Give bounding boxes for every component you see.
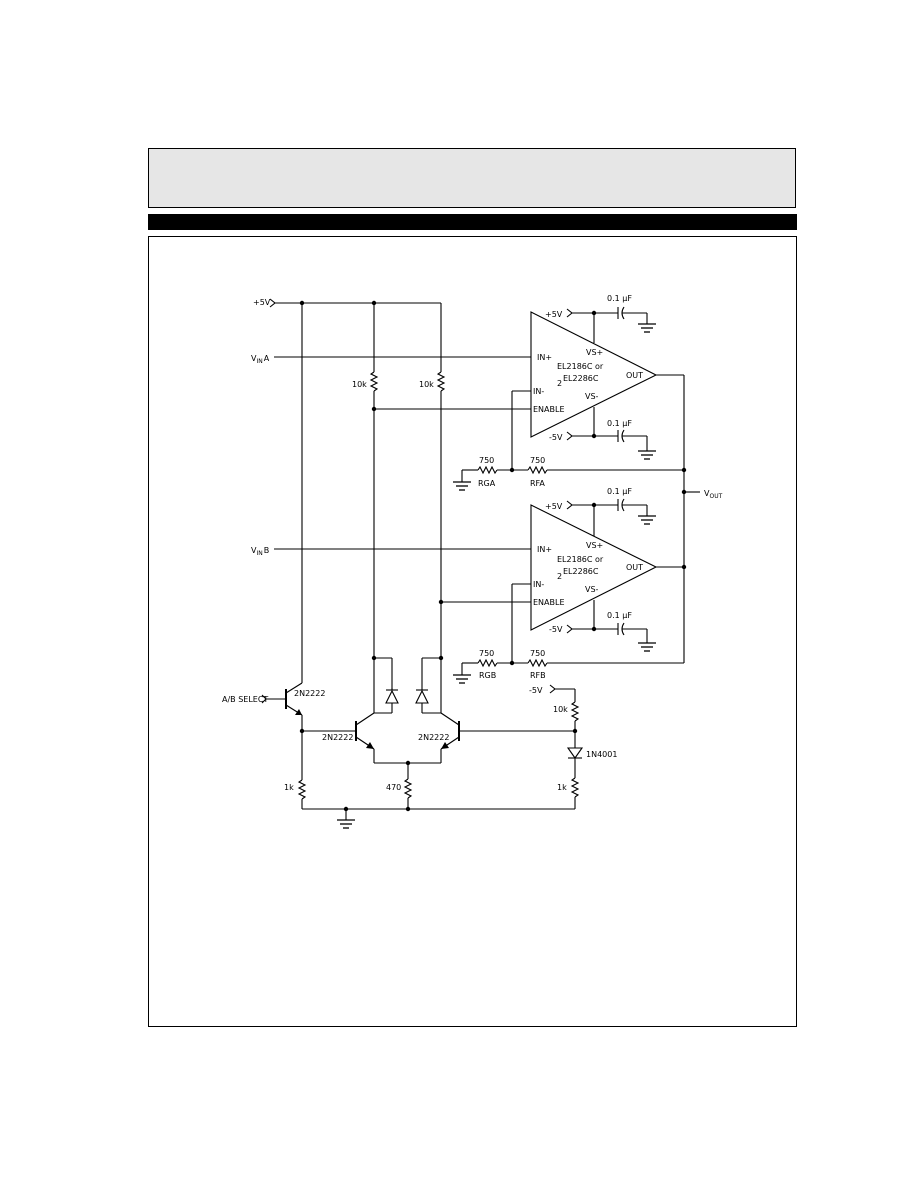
cap-a-top-label: 0.1 µF: [607, 294, 632, 303]
diff-transistor-right: 2N2222: [418, 658, 460, 763]
emitter-resistor-1k: 1k: [284, 731, 307, 809]
opamp-b: IN+ IN- ENABLE VS+ VS- OUT EL2186C or EL…: [530, 487, 658, 652]
tail-resistor-470: 470: [374, 760, 441, 809]
opamp-a-vs-minus: VS-: [585, 392, 599, 401]
pullup-resistor-left: 10k: [352, 303, 379, 658]
opamp-a: IN+ IN- ENABLE VS+ VS- OUT EL2186C or EL…: [530, 294, 658, 460]
vin-a-label: VINA: [251, 354, 270, 365]
rga-value: 750: [479, 456, 494, 465]
rfa-name: RFA: [530, 479, 545, 488]
opamp-a-neg-supply: -5V: [549, 433, 563, 442]
opamp-a-enable: ENABLE: [533, 405, 565, 414]
plus5v-label: +5V: [253, 298, 271, 307]
cap-b-bottom-label: 0.1 µF: [607, 611, 632, 620]
opamp-b-enable: ENABLE: [533, 598, 565, 607]
rgb-value: 750: [479, 649, 494, 658]
plus5v-rail: +5V: [253, 298, 441, 308]
r-tail-label: 470: [386, 783, 401, 792]
header-box: [148, 148, 796, 208]
q-right-label: 2N2222: [418, 733, 449, 742]
opamp-b-vs-plus: VS+: [586, 541, 603, 550]
opamp-a-out: OUT: [626, 371, 643, 380]
q-select-label: 2N2222: [294, 689, 325, 698]
rga-name: RGA: [478, 479, 496, 488]
ab-select-label: A/B SELECT: [222, 695, 268, 704]
bias-10k-label: 10k: [553, 705, 568, 714]
cap-a-bottom-label: 0.1 µF: [607, 419, 632, 428]
rfa-value: 750: [530, 456, 545, 465]
opamp-a-in-plus: IN+: [537, 353, 552, 362]
rfb-value: 750: [530, 649, 545, 658]
opamp-a-part: EL2186C or: [557, 362, 604, 371]
zener-clamp-left: [371, 655, 399, 714]
opamp-b-part2: EL2286C: [563, 567, 599, 576]
cap-b-top-label: 0.1 µF: [607, 487, 632, 496]
rgb-name: RGB: [479, 671, 496, 680]
opamp-b-neg-supply: -5V: [549, 625, 563, 634]
select-transistor: A/B SELECT 2N2222: [222, 303, 325, 734]
pullup-right-label: 10k: [419, 380, 434, 389]
pullup-left-label: 10k: [352, 380, 367, 389]
opamp-b-in-minus: IN-: [533, 580, 544, 589]
opamp-b-frac: 2: [557, 572, 562, 581]
feedback-network-a: 750 RGA 750 RFA: [452, 374, 687, 663]
bias-minus5v-label: -5V: [529, 686, 543, 695]
opamp-b-in-plus: IN+: [537, 545, 552, 554]
opamp-a-part2: EL2286C: [563, 374, 599, 383]
vin-a-input: VINA: [251, 354, 531, 365]
q-left-label: 2N2222: [322, 733, 353, 742]
opamp-a-vs-plus: VS+: [586, 348, 603, 357]
opamp-b-out: OUT: [626, 563, 643, 572]
rfb-name: RFB: [530, 671, 546, 680]
diode-label: 1N4001: [586, 750, 617, 759]
opamp-a-pos-supply: +5V: [545, 310, 563, 319]
opamp-b-vs-minus: VS-: [585, 585, 599, 594]
opamp-b-part: EL2186C or: [557, 555, 604, 564]
r-emitter-1k-label: 1k: [284, 783, 294, 792]
zener-clamp-right: [415, 655, 444, 714]
bias-1k-label: 1k: [557, 783, 567, 792]
vout-label: VOUT: [704, 489, 723, 500]
diff-transistor-left: 2N2222: [322, 658, 375, 763]
title-bar: [148, 214, 797, 230]
opamp-b-pos-supply: +5V: [545, 502, 563, 511]
opamp-a-in-minus: IN-: [533, 387, 544, 396]
figure-frame: [148, 236, 797, 1027]
pullup-resistor-right: 10k: [419, 303, 446, 658]
feedback-network-b: 750 RGB 750 RFB: [452, 564, 687, 684]
vin-b-label: VINB: [251, 546, 269, 557]
bias-network: -5V 10k 1N4001 1k: [529, 684, 617, 809]
vout-output: VOUT: [681, 489, 723, 500]
vin-b-input: VINB: [251, 546, 531, 557]
opamp-a-frac: 2: [557, 379, 562, 388]
